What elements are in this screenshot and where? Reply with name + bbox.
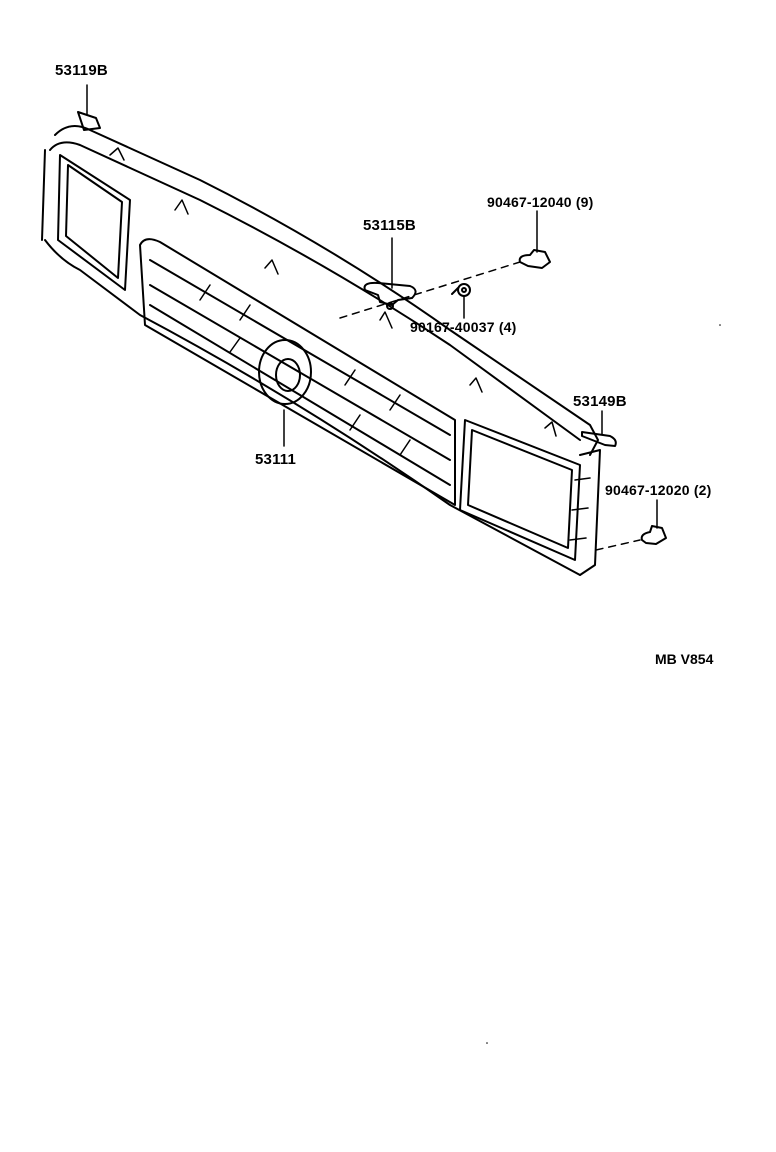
diagram-code: MB V854 xyxy=(655,651,714,667)
part-label-53149B[interactable]: 53149B xyxy=(573,393,627,410)
part-label-90167-40037[interactable]: 90167-40037 (4) xyxy=(410,319,517,335)
part-label-53119B[interactable]: 53119B xyxy=(55,62,108,79)
part-label-90467-12020[interactable]: 90467-12020 (2) xyxy=(605,482,712,498)
part-clip-90467-12020 xyxy=(640,525,667,545)
part-clip-53119B xyxy=(77,111,101,131)
part-nut-90167-40037 xyxy=(451,283,471,297)
speck xyxy=(719,324,721,326)
speck xyxy=(486,1042,488,1044)
part-label-90467-12040[interactable]: 90467-12040 (9) xyxy=(487,194,594,210)
leader-lines xyxy=(86,84,658,529)
emblem-mount xyxy=(258,339,312,405)
part-label-53111[interactable]: 53111 xyxy=(255,451,297,468)
part-clip-90467-12040 xyxy=(518,249,551,269)
part-clip-53149B xyxy=(581,431,617,447)
dashed-assembly-lines xyxy=(339,261,641,551)
part-label-53115B[interactable]: 53115B xyxy=(363,217,416,234)
radiator-grille-53111 xyxy=(41,125,601,576)
